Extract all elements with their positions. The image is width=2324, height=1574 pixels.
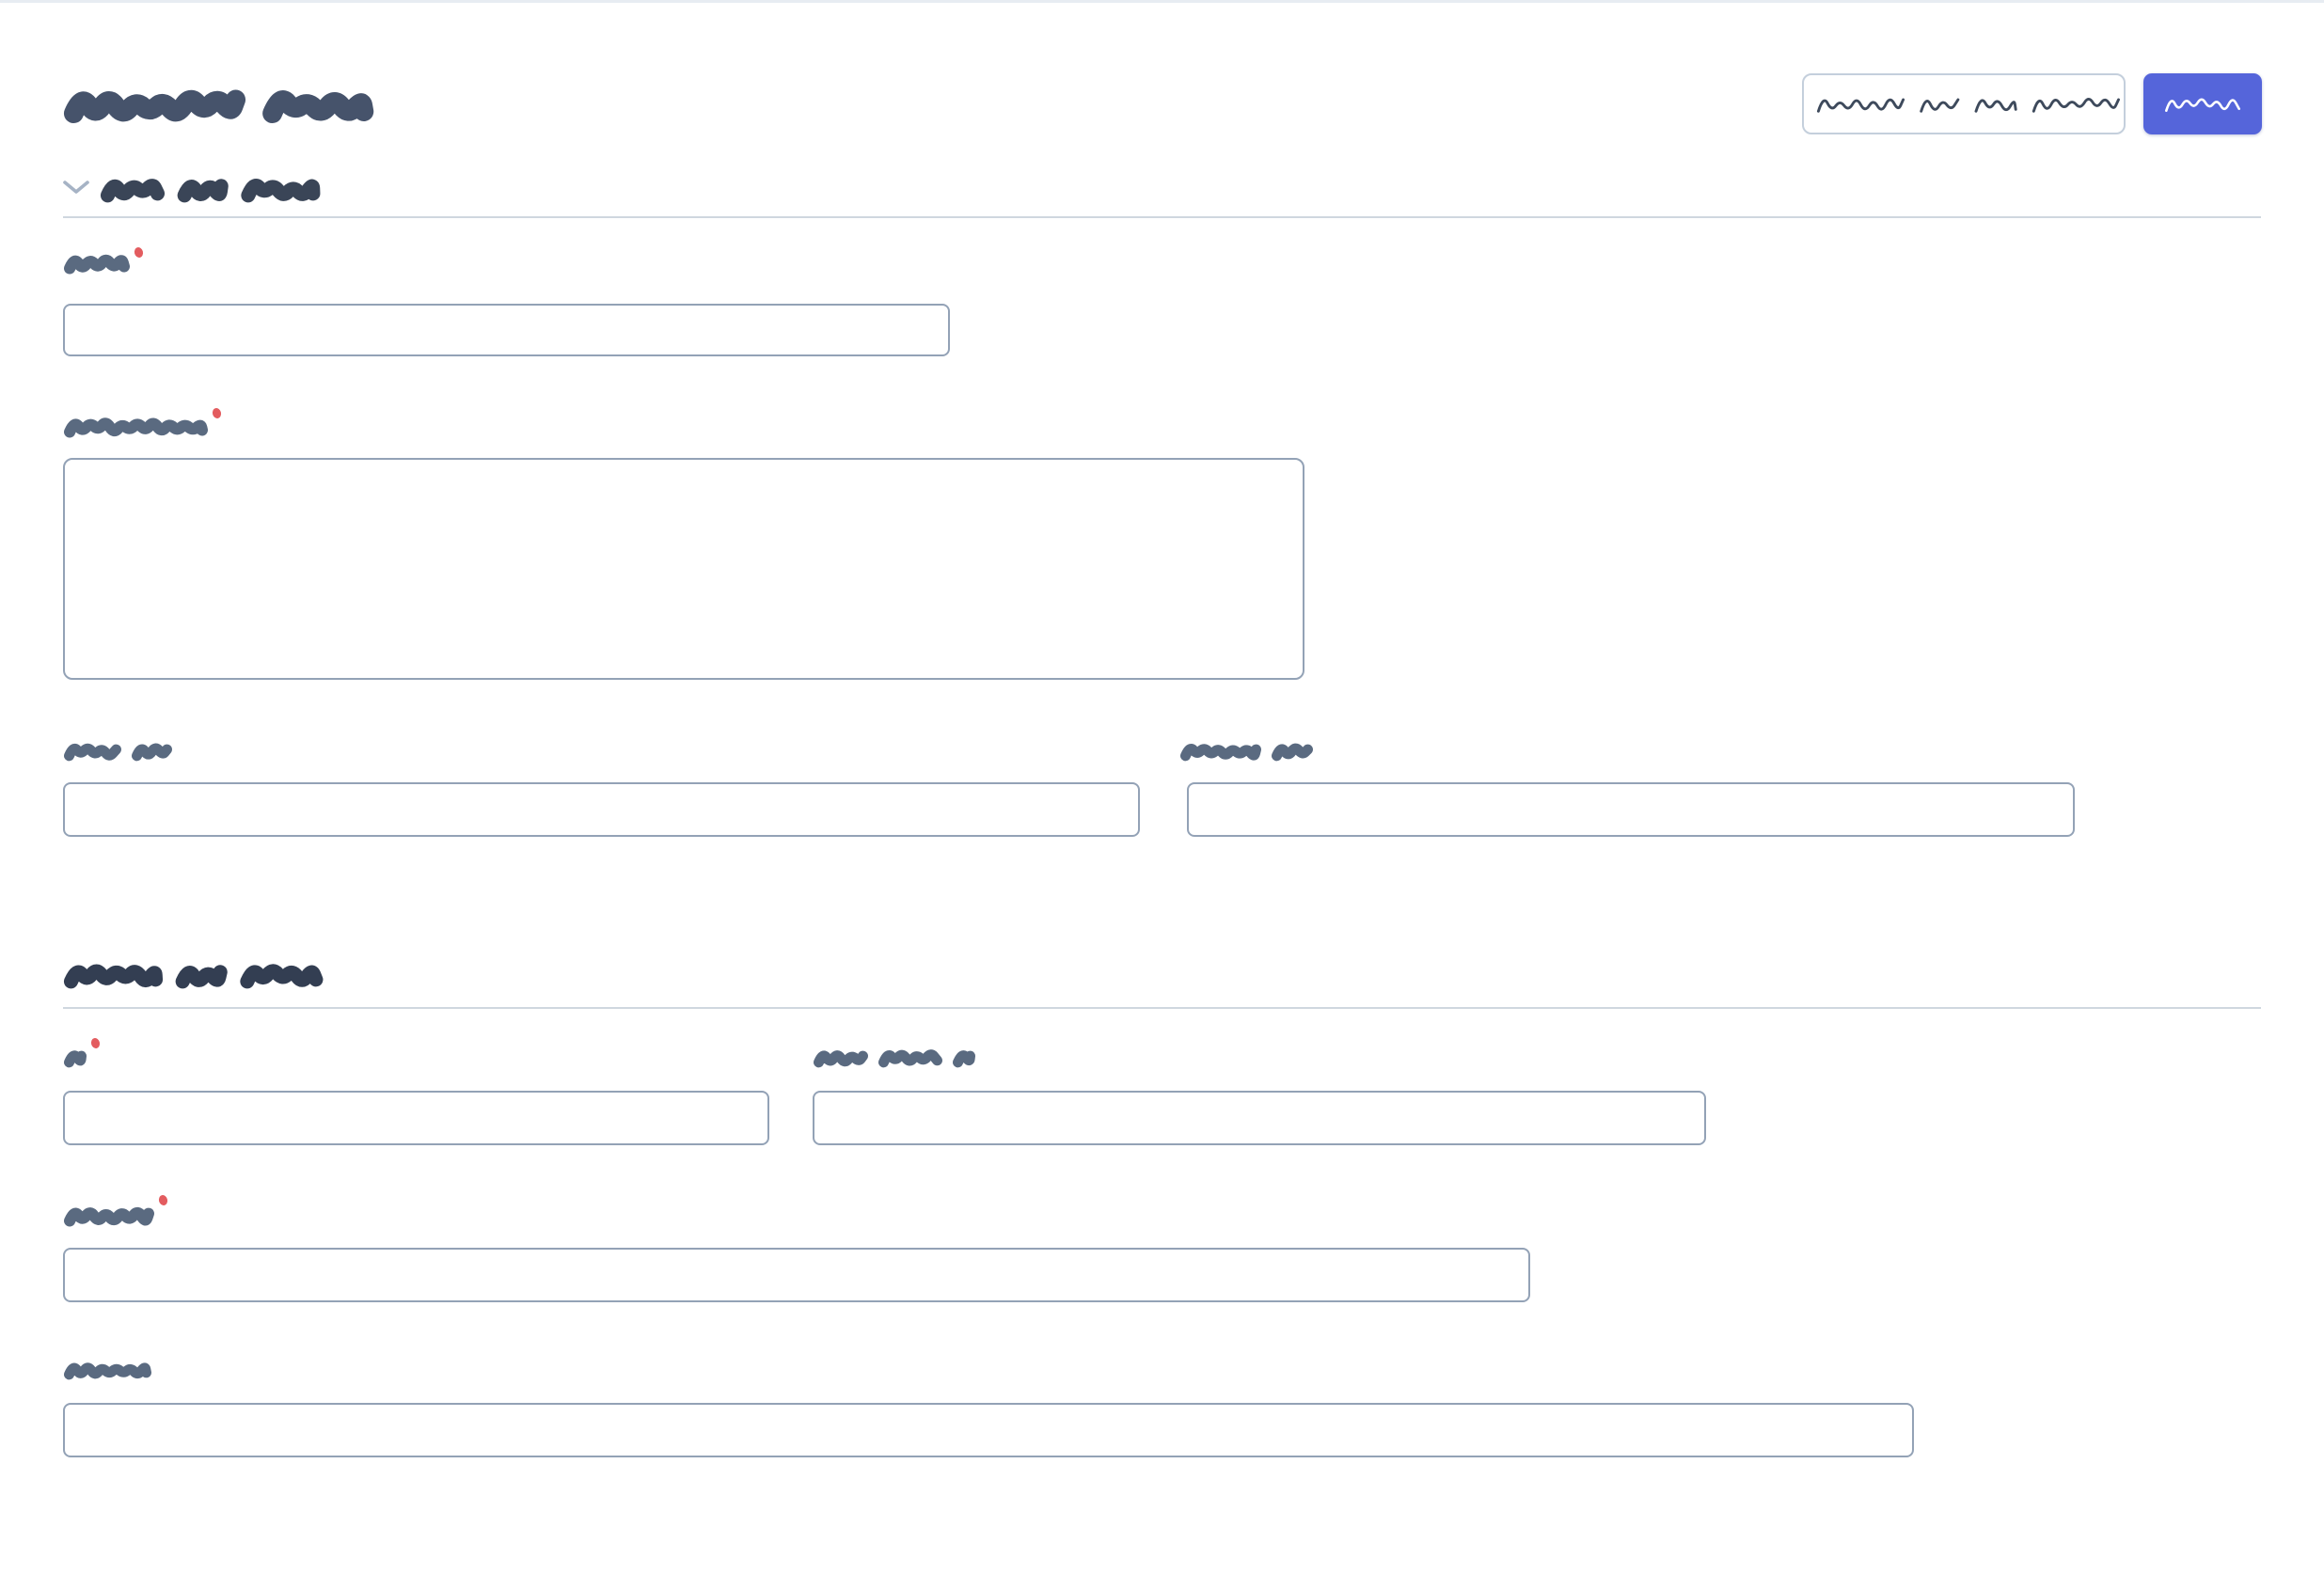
field-3-label <box>63 739 173 763</box>
page-title <box>63 83 375 125</box>
field-4-label <box>1179 739 1314 763</box>
field-7-required-dot <box>157 1194 169 1206</box>
field-3-input[interactable] <box>63 782 1140 837</box>
search-input-redacted-text <box>1816 88 2121 119</box>
field-8-input[interactable] <box>63 1403 1914 1457</box>
field-5-input[interactable] <box>63 1091 769 1145</box>
field-1-required-dot <box>133 246 145 259</box>
field-5-required-dot <box>89 1037 102 1049</box>
field-5-label <box>63 1046 87 1069</box>
search-input[interactable] <box>1802 73 2126 134</box>
field-7-label <box>63 1203 155 1228</box>
field-2-label <box>63 414 209 439</box>
field-2-required-dot <box>211 407 223 419</box>
page-top-border <box>0 0 2324 3</box>
field-7-input[interactable] <box>63 1248 1530 1302</box>
field-2-textarea[interactable] <box>63 458 1304 680</box>
section-2-divider <box>63 1007 2261 1009</box>
field-6-label <box>813 1046 976 1069</box>
field-8-label <box>63 1358 152 1381</box>
section-2-header <box>63 959 324 990</box>
field-1-label <box>63 250 131 275</box>
field-6-input[interactable] <box>813 1091 1706 1145</box>
field-4-input[interactable] <box>1187 782 2075 837</box>
section-1-header[interactable] <box>100 173 322 204</box>
primary-action-button-label <box>2164 89 2241 118</box>
section-1-divider <box>63 216 2261 218</box>
field-1-input[interactable] <box>63 304 950 356</box>
chevron-down-icon[interactable] <box>62 179 90 196</box>
primary-action-button[interactable] <box>2143 73 2262 134</box>
